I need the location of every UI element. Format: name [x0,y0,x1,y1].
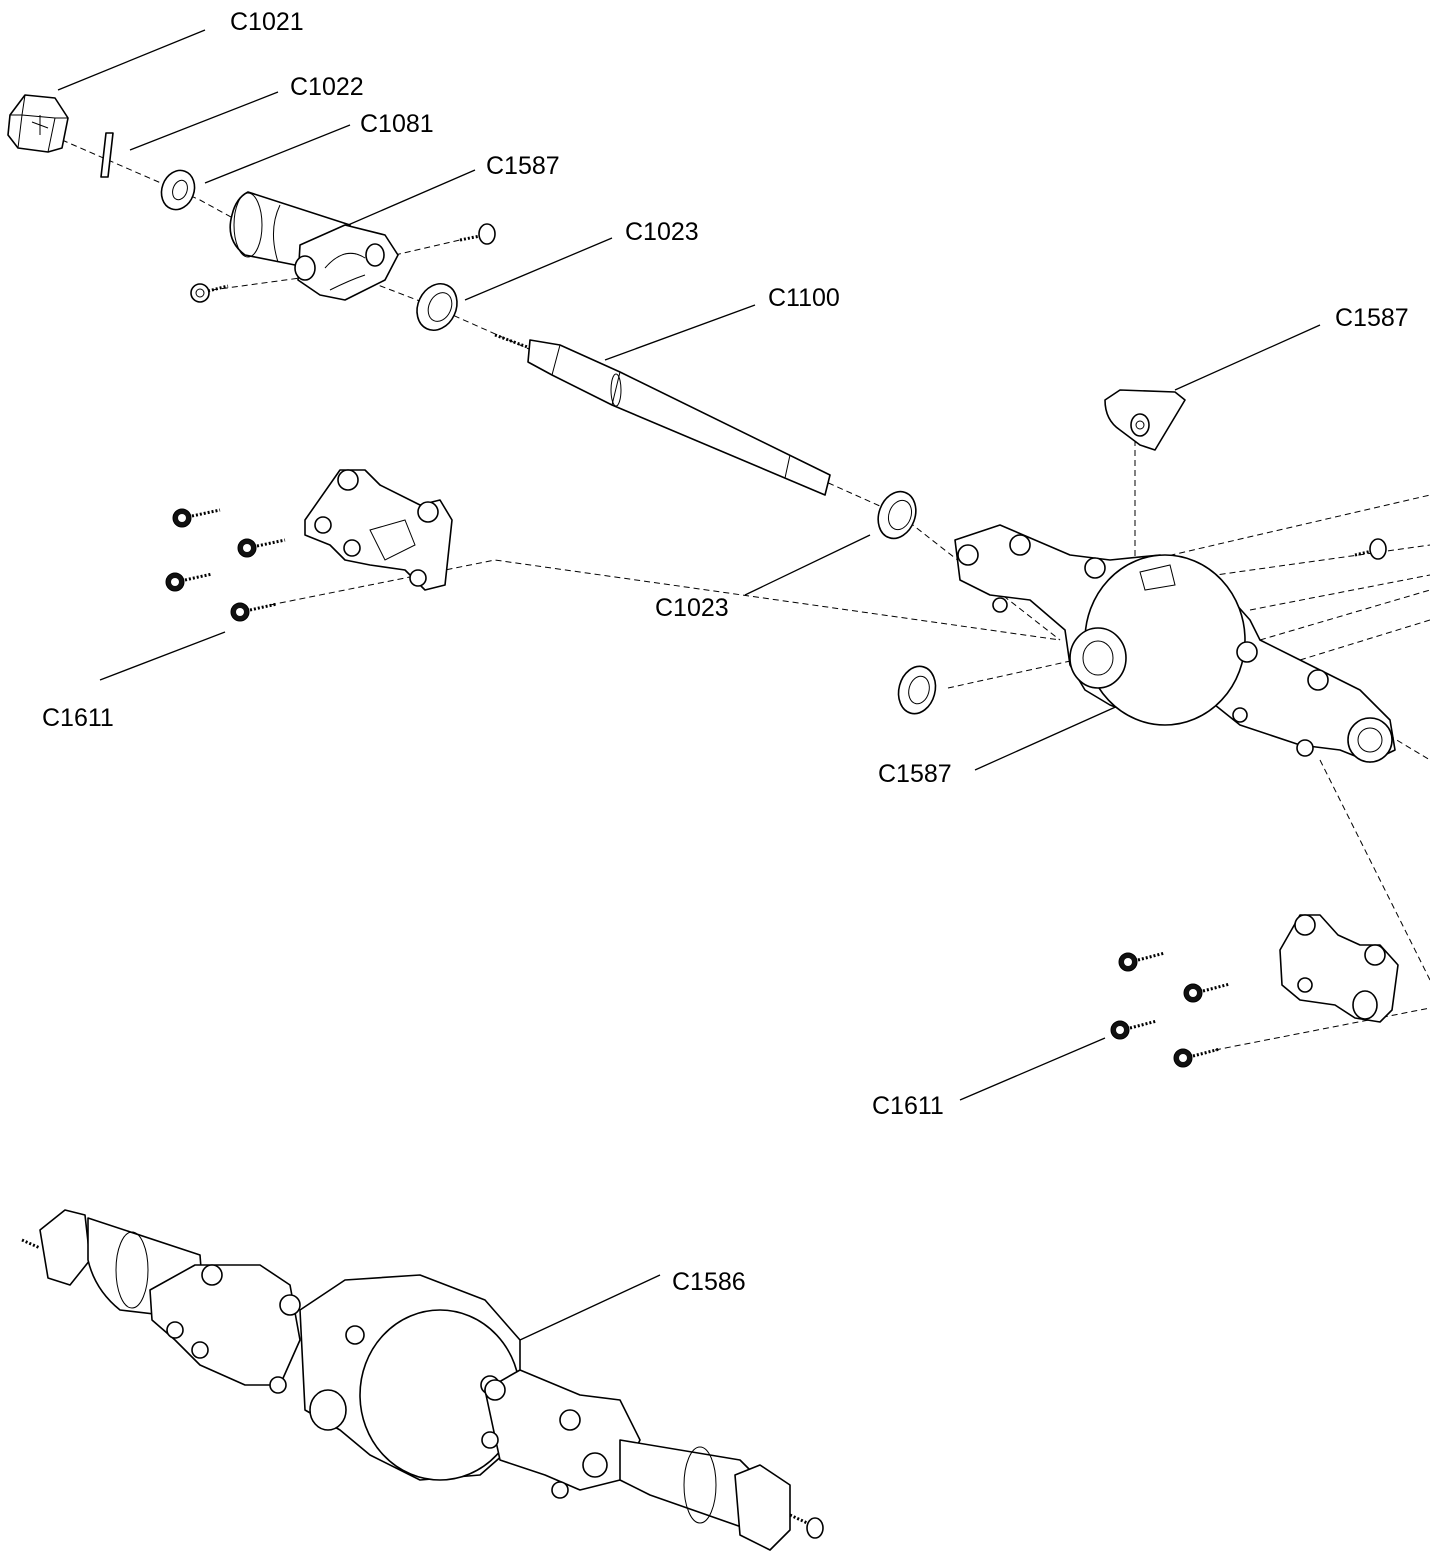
link-mount-left-part [304,469,453,591]
axle-housing-part [954,524,1396,763]
leader-lines [57,29,1321,1341]
label-c1023-top: C1023 [625,218,699,246]
screws-right-set [1110,951,1231,1068]
screw-right-4 [1173,1047,1221,1068]
bearing-top-part [416,283,458,331]
label-c1022: C1022 [290,73,364,101]
drive-shaft-part [494,333,831,496]
screws-left-set [165,508,286,622]
label-c1100: C1100 [768,284,840,312]
bracket-part [1104,389,1186,451]
label-c1021: C1021 [230,8,304,36]
link-mount-right-part [1279,914,1399,1023]
label-c1611-right: C1611 [872,1092,944,1120]
screw-left-1 [172,508,221,528]
bearing-mid-part [877,490,917,540]
label-c1587-housing: C1587 [878,760,952,788]
label-c1586: C1586 [672,1268,746,1296]
label-c1587-right: C1587 [1335,304,1409,332]
housing-screw [1354,538,1387,560]
washer-part [160,169,196,211]
pin-part [100,132,114,178]
screw-left-2 [237,538,286,558]
part-labels: C1021 C1022 C1081 C1587 C1023 C1100 C158… [42,8,1409,1296]
screw-left-3 [165,572,213,592]
clamp-screw-right [459,223,496,245]
hex-hub-part [7,94,69,153]
label-c1081: C1081 [360,110,434,138]
label-c1611-left: C1611 [42,704,114,732]
screw-right-3 [1110,1019,1158,1040]
complete-axle-assembly [21,1209,824,1551]
label-c1023-mid: C1023 [655,594,729,622]
bearing-housing-part [897,665,937,715]
screw-left-4 [230,602,278,622]
screw-right-2 [1183,982,1231,1003]
axle-tube-clamp-part [229,191,399,301]
label-c1587-top: C1587 [486,152,560,180]
clamp-screw-left [190,283,229,303]
screw-right-1 [1118,951,1166,972]
